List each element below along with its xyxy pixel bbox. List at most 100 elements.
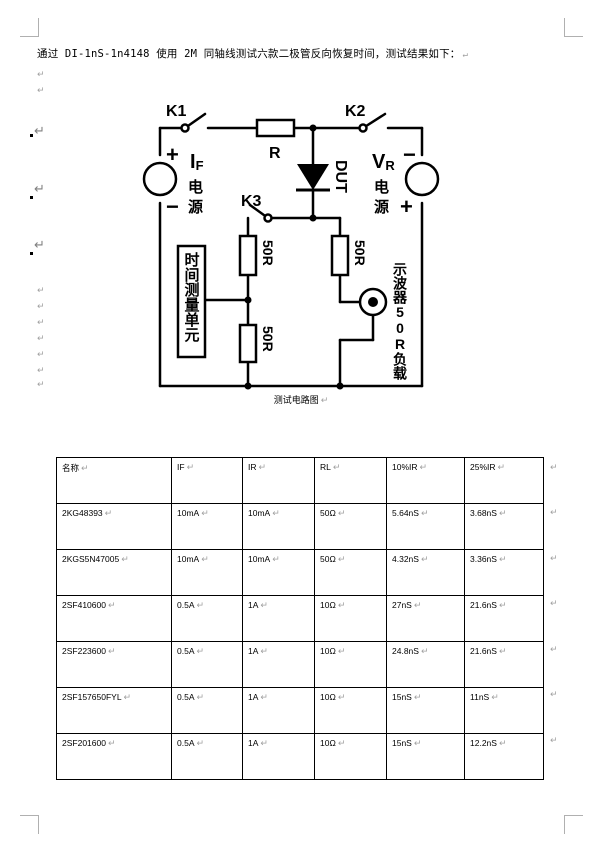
table-cell[interactable]: 12.2nS↵ (464, 733, 544, 780)
cell-text: IF (177, 462, 185, 472)
paragraph-mark-icon: ↵ (37, 70, 45, 80)
cell-text: 10mA (248, 508, 271, 518)
table-cell[interactable]: 50Ω↵ (314, 549, 387, 596)
paragraph-mark-icon: ↵ (196, 692, 205, 702)
cell-text: 15nS (392, 738, 412, 748)
table-cell[interactable]: 0.5A↵ (171, 687, 243, 734)
table-cell[interactable]: 10mA↵ (242, 503, 315, 550)
table-cell[interactable]: 1A↵ (242, 733, 315, 780)
right-plus-sign: + (400, 194, 413, 219)
cell-text: 11nS (470, 692, 490, 702)
cell-text: 10mA (177, 508, 200, 518)
dut-label: DUT (332, 160, 349, 193)
table-cell[interactable]: 10mA↵ (242, 549, 315, 596)
paragraph-mark-icon: ↵ (260, 738, 268, 748)
table-cell[interactable]: 3.36nS↵ (464, 549, 544, 596)
paragraph-mark-icon: ↵ (272, 554, 280, 564)
row-end-mark-icon: ↵ (550, 553, 558, 563)
cell-text: 50Ω (320, 508, 336, 518)
table-cell[interactable]: 1A↵ (242, 687, 315, 734)
page-corner-mark (564, 18, 583, 37)
paragraph-mark-icon: ↵ (37, 350, 45, 360)
table-cell[interactable]: 10Ω↵ (314, 687, 387, 734)
table-cell[interactable]: 11nS↵ (464, 687, 544, 734)
cell-text: 2SF201600 (62, 738, 106, 748)
table-header-cell[interactable]: IR↵ (242, 457, 315, 504)
cell-text: 2SF223600 (62, 646, 106, 656)
right-minus-sign: − (403, 142, 416, 167)
table-cell[interactable]: 0.5A↵ (171, 733, 243, 780)
table-header-cell[interactable]: 名称↵ (56, 457, 172, 504)
cell-text: IR (248, 462, 257, 472)
k3-label: K3 (241, 193, 262, 210)
row-end-mark-icon: ↵ (550, 507, 558, 517)
table-cell[interactable]: 0.5A↵ (171, 641, 243, 688)
paragraph-mark-icon: ↵ (413, 600, 422, 610)
paragraph-mark-icon: ↵ (34, 182, 45, 197)
paragraph-mark-icon: ↵ (337, 692, 346, 702)
table-cell[interactable]: 2SF410600↵ (56, 595, 172, 642)
table-cell[interactable]: 0.5A↵ (171, 595, 243, 642)
paragraph-mark-icon: ↵ (413, 692, 422, 702)
cell-text: 2KGS5N47005 (62, 554, 120, 564)
paragraph-mark-icon: ↵ (37, 366, 45, 376)
table-cell[interactable]: 10Ω↵ (314, 733, 387, 780)
paragraph-mark-icon: ↵ (123, 692, 132, 702)
paragraph-mark-icon: ↵ (260, 600, 268, 610)
table-header-cell[interactable]: RL↵ (314, 457, 387, 504)
cell-text: 1A (248, 646, 259, 656)
table-cell[interactable]: 50Ω↵ (314, 503, 387, 550)
cell-text: 3.36nS (470, 554, 497, 564)
table-header-cell[interactable]: 10%IR↵ (386, 457, 465, 504)
row-end-mark-icon: ↵ (550, 462, 558, 472)
table-cell[interactable]: 21.6nS↵ (464, 595, 544, 642)
table-cell[interactable]: 2KG48393↵ (56, 503, 172, 550)
cell-text: 10Ω (320, 646, 336, 656)
table-cell[interactable]: 10Ω↵ (314, 641, 387, 688)
table-cell[interactable]: 15nS↵ (386, 733, 465, 780)
paragraph-mark-icon: ↵ (337, 646, 346, 656)
paragraph-mark-icon: ↵ (413, 738, 422, 748)
table-cell[interactable]: 2SF201600↵ (56, 733, 172, 780)
table-cell[interactable]: 10mA↵ (171, 549, 243, 596)
paragraph-mark-icon: ↵ (419, 462, 428, 472)
cell-text: 2KG48393 (62, 508, 103, 518)
paragraph-mark-icon: ↵ (337, 554, 346, 564)
table-cell[interactable]: 24.8nS↵ (386, 641, 465, 688)
table-cell[interactable]: 1A↵ (242, 641, 315, 688)
cell-text: 21.6nS (470, 646, 497, 656)
table-header-cell[interactable]: 25%IR↵ (464, 457, 544, 504)
page-corner-mark (20, 815, 39, 834)
table-cell[interactable]: 27nS↵ (386, 595, 465, 642)
paragraph-mark-icon: ↵ (104, 508, 113, 518)
table-cell[interactable]: 3.68nS↵ (464, 503, 544, 550)
table-cell[interactable]: 15nS↵ (386, 687, 465, 734)
table-cell[interactable]: 2SF157650FYL↵ (56, 687, 172, 734)
table-cell[interactable]: 2SF223600↵ (56, 641, 172, 688)
paragraph-mark-icon: ↵ (491, 692, 499, 702)
page-corner-mark (564, 815, 583, 834)
right-source-char-1: 电 (374, 178, 389, 196)
cell-text: 10Ω (320, 600, 336, 610)
bnc-center-icon (368, 297, 378, 307)
intro-paragraph[interactable]: 通过 DI-1nS-1n4148 使用 2M 同轴线测试六款二极管反向恢复时间，… (37, 46, 577, 61)
paragraph-mark-icon: ↵ (196, 646, 205, 656)
intro-text: 通过 DI-1nS-1n4148 使用 2M 同轴线测试六款二极管反向恢复时间，… (37, 48, 461, 60)
table-cell[interactable]: 5.64nS↵ (386, 503, 465, 550)
anchor-bullet (30, 134, 33, 137)
resistor-50r-upper (238, 234, 258, 277)
table-cell[interactable]: 4.32nS↵ (386, 549, 465, 596)
table-cell[interactable]: 10Ω↵ (314, 595, 387, 642)
table-header-cell[interactable]: IF↵ (171, 457, 243, 504)
cell-text: 1A (248, 692, 259, 702)
row-end-mark-icon: ↵ (550, 689, 558, 699)
paragraph-mark-icon: ↵ (258, 462, 267, 472)
cell-text: 12.2nS (470, 738, 497, 748)
table-cell[interactable]: 21.6nS↵ (464, 641, 544, 688)
table-cell[interactable]: 10mA↵ (171, 503, 243, 550)
table-cell[interactable]: 1A↵ (242, 595, 315, 642)
table-cell[interactable]: 2KGS5N47005↵ (56, 549, 172, 596)
paragraph-mark-icon: ↵ (320, 395, 329, 405)
paragraph-mark-icon: ↵ (337, 508, 346, 518)
cell-text: 27nS (392, 600, 412, 610)
